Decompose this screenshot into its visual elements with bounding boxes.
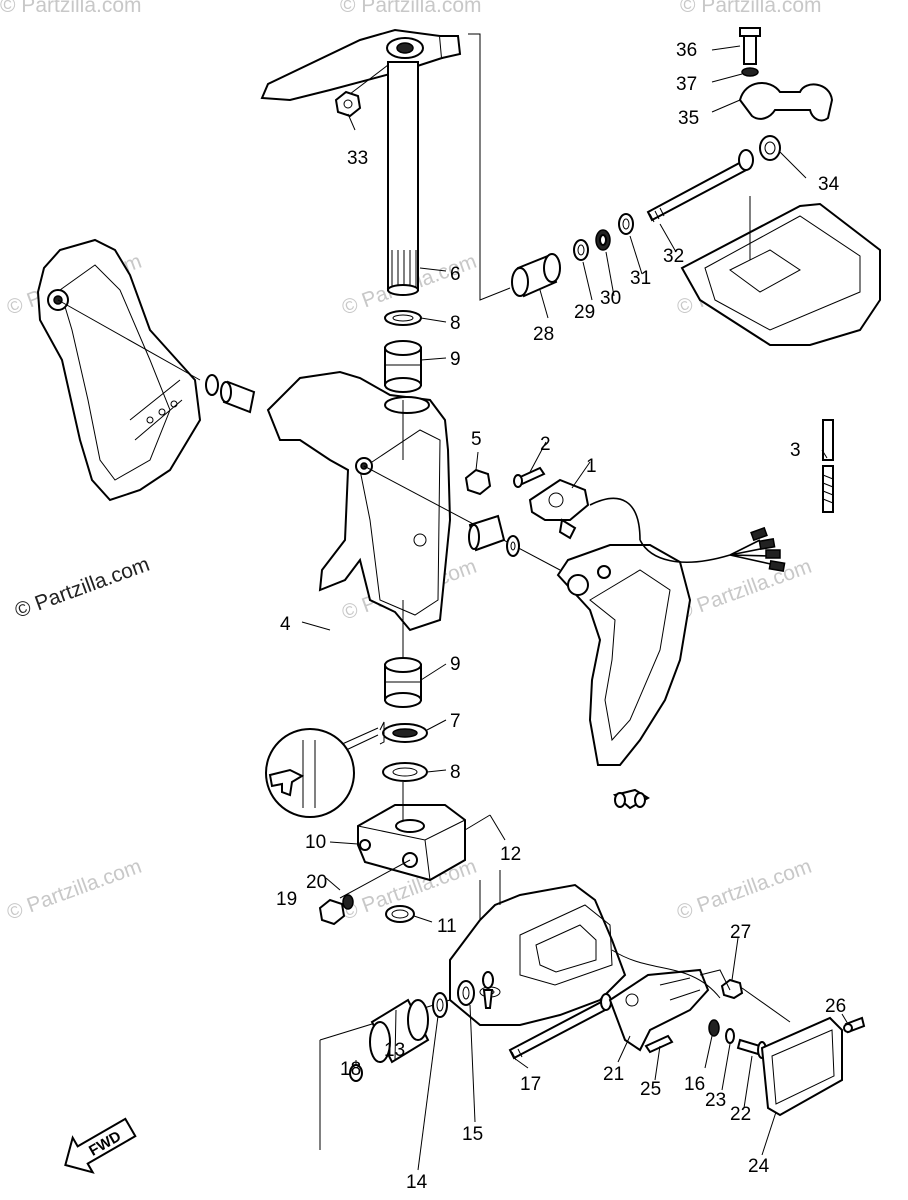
callout-21: 21 — [603, 1064, 624, 1085]
watermark-dark: © Partzilla.com — [12, 553, 153, 623]
callout-1: 1 — [586, 456, 597, 477]
left-bracket — [36, 238, 202, 502]
bracket-21 — [608, 968, 710, 1052]
callout-26: 26 — [825, 996, 846, 1017]
watermark: © Partzilla.com — [340, 0, 482, 17]
callout-3: 3 — [790, 440, 801, 461]
callout-34: 34 — [818, 174, 840, 195]
right-bracket — [556, 497, 786, 766]
leader-line — [699, 969, 791, 1023]
bushing-13 — [369, 998, 430, 1064]
callout-32: 32 — [663, 246, 684, 267]
upper-right-housing — [680, 196, 881, 346]
fwd-arrow: FWD — [64, 1117, 137, 1174]
callout-6: 6 — [450, 264, 461, 285]
watermark: © Partzilla.com — [4, 855, 145, 925]
bolt-32 — [646, 149, 754, 223]
clip-11 — [385, 905, 415, 923]
watermark: © Partzilla.com — [674, 555, 815, 625]
sensor-1 — [528, 478, 590, 540]
callout-14: 14 — [406, 1172, 428, 1193]
callout-13: 13 — [384, 1040, 405, 1061]
callout-30: 30 — [600, 288, 621, 309]
callout-8-upper: 8 — [450, 313, 461, 334]
callout-33: 33 — [347, 148, 368, 169]
callout-10: 10 — [305, 832, 326, 853]
leader-line — [468, 33, 511, 301]
nut-19 — [318, 898, 346, 926]
block-10 — [357, 804, 466, 882]
callout-4: 4 — [280, 614, 291, 635]
callout-8-lower: 8 — [450, 762, 461, 783]
steering-arm-shaft — [260, 28, 462, 296]
bushing-9-upper — [384, 310, 422, 393]
washer-8-lower — [382, 762, 428, 782]
clip-12 — [612, 788, 650, 810]
bushing-9-lower — [384, 657, 422, 708]
center-bushing — [468, 514, 520, 557]
watermark: © Partzilla.com — [680, 0, 822, 17]
washer-15 — [457, 980, 475, 1006]
tab-washer — [482, 971, 494, 1009]
callout-31: 31 — [630, 268, 651, 289]
callout-7: 7 — [450, 711, 461, 732]
callout-16: 16 — [684, 1074, 705, 1095]
callout-5: 5 — [471, 429, 482, 450]
callout-19: 19 — [276, 889, 297, 910]
callout-9-upper: 9 — [450, 349, 461, 370]
callout-17: 17 — [520, 1074, 541, 1095]
leader-line — [464, 814, 491, 831]
watermark: © Partzilla.com — [674, 855, 815, 925]
lower-housing — [319, 870, 627, 1150]
watermark: © Partzilla.com — [0, 0, 142, 17]
callout-37: 37 — [676, 74, 697, 95]
washer-16 — [708, 1019, 720, 1037]
axis-line — [363, 465, 561, 571]
callout-12: 12 — [500, 844, 521, 865]
detail-inset — [265, 721, 385, 818]
bolt-17 — [508, 993, 612, 1061]
callout-25: 25 — [640, 1079, 661, 1100]
bushing-28 — [511, 253, 561, 298]
callouts: 1 2 3 4 5 6 7 8 8 9 9 10 11 12 13 14 15 … — [276, 40, 846, 1193]
axis-line — [339, 782, 411, 899]
nut-27 — [720, 978, 744, 1000]
callout-24: 24 — [748, 1156, 770, 1177]
small-bushing-left — [205, 374, 256, 414]
seal-7 — [382, 723, 428, 743]
callout-11: 11 — [437, 916, 457, 937]
callout-27: 27 — [730, 922, 751, 943]
callout-2: 2 — [540, 434, 551, 455]
wire — [611, 949, 721, 999]
nut-5 — [464, 468, 492, 496]
axis-line — [57, 299, 201, 381]
screw-3 — [822, 419, 834, 513]
callout-15: 15 — [462, 1124, 483, 1145]
washer-20 — [342, 894, 354, 910]
callout-20: 20 — [306, 872, 327, 893]
callout-28: 28 — [533, 324, 554, 345]
cover-24 — [760, 1016, 843, 1117]
callout-23: 23 — [705, 1090, 726, 1111]
washers-29-30-31 — [573, 213, 634, 261]
swivel-bracket — [266, 370, 452, 632]
washer-14 — [432, 992, 448, 1018]
callout-leaders — [301, 45, 849, 1171]
screw-2 — [513, 466, 546, 488]
washer-23 — [725, 1028, 735, 1044]
callout-36: 36 — [676, 40, 697, 61]
callout-18: 18 — [340, 1059, 361, 1080]
nut-33 — [334, 90, 362, 118]
callout-35: 35 — [678, 108, 699, 129]
clamp-parts — [738, 27, 834, 161]
bolt-25 — [644, 1034, 674, 1054]
callout-22: 22 — [730, 1104, 751, 1125]
callout-9-lower: 9 — [450, 654, 461, 675]
screw-26 — [843, 1016, 866, 1034]
callout-29: 29 — [574, 302, 595, 323]
